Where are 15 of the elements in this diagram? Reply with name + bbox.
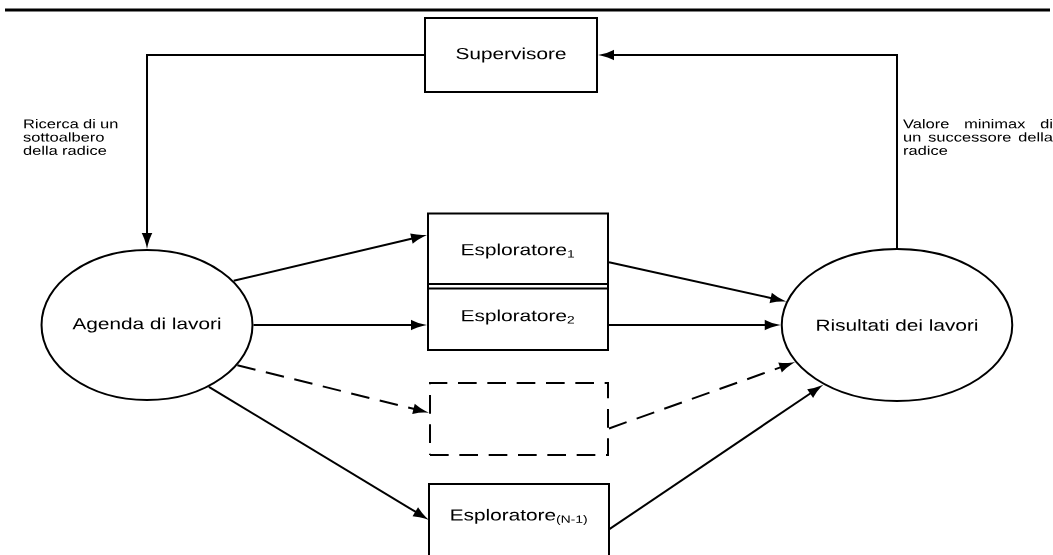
process-box: Esploratore$_{(N-1)}$ [428,483,610,555]
process-box: Esploratore$_{2}$ [427,283,609,351]
arrow [608,386,821,531]
arrow [608,261,783,303]
edge-label: Valore minimax di un successore della radice [903,119,1053,155]
process-box: Esploratore$_{1}$ [427,212,609,290]
edge-label: Ricerca di un sottoalbero della radice [23,119,118,155]
arrow [142,54,425,246]
arrow [608,320,778,330]
empty-box [429,382,609,456]
arrow [232,233,424,282]
process-box: Supervisore [424,17,598,93]
arrow [608,362,792,430]
arrow [252,320,424,330]
arrow [601,50,898,249]
